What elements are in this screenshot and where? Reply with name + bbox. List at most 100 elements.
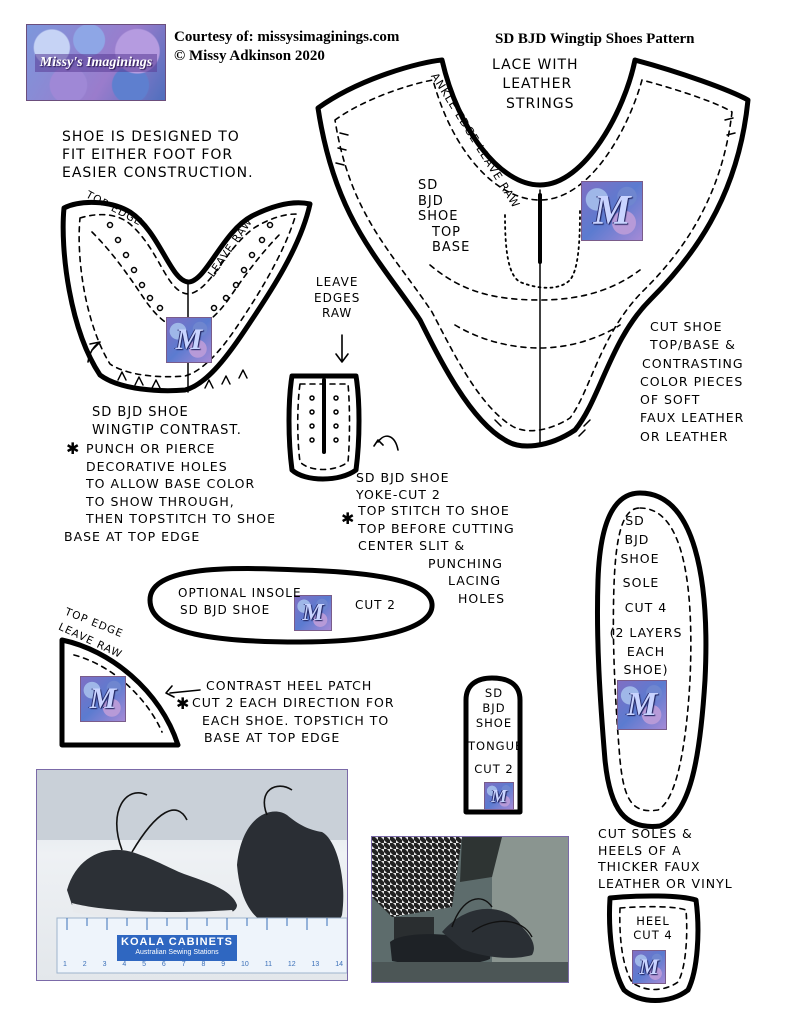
instruction-line: LACING [448, 573, 502, 588]
ruler-subtitle: Australian Sewing Stations [135, 949, 219, 956]
cut-note-line: CUT SHOE [650, 319, 723, 334]
instruction-line: TO ALLOW BASE COLOR [86, 476, 256, 491]
insole-label-line1: OPTIONAL INSOLE [178, 586, 302, 600]
watermark-logo: M [632, 950, 666, 984]
sole-label-line: EACH [626, 643, 666, 659]
instruction-line: HOLES [458, 590, 506, 606]
design-note-line: FIT EITHER FOOT FOR [62, 147, 234, 164]
ruler-number: 4 [122, 961, 127, 968]
ruler-number: 14 [335, 961, 343, 968]
instruction-line: PUNCHING [428, 555, 503, 571]
tongue-label: SD BJD SHOE TONGUE CUT 2 [468, 686, 524, 777]
instruction-line: EACH SHOE. TOPSTICH TO [202, 712, 390, 728]
ruler-number: 8 [201, 961, 206, 968]
yoke-label: SD BJD SHOE YOKE-CUT 2 [356, 469, 449, 504]
sole-label-line: (2 LAYERS [609, 624, 683, 640]
courtesy-text: Courtesy of: missysimaginings.com [174, 29, 400, 45]
watermark-logo: M [294, 595, 332, 631]
instruction-line: DECORATIVE HOLES [86, 458, 228, 474]
page-title: SD BJD Wingtip Shoes Pattern [495, 31, 695, 47]
tongue-label-line: BJD [482, 700, 506, 715]
top-base-label-line: SD [418, 178, 439, 193]
cut-note-line: OR LEATHER [640, 428, 729, 444]
design-note-line: SHOE IS DESIGNED TO [62, 129, 240, 145]
lace-note-line: STRINGS [506, 95, 575, 112]
leave-edges-line: RAW [322, 306, 353, 321]
yoke-piece [286, 334, 399, 482]
wingtip-label: SD BJD SHOE WINGTIP CONTRAST. [92, 404, 242, 440]
watermark-logo: M [581, 181, 643, 241]
watermark-logo: M [484, 782, 514, 810]
insole-piece [147, 565, 435, 645]
leave-edges-line: LEAVE [315, 275, 359, 289]
wingtip-label-line: SD BJD SHOE [92, 405, 189, 420]
heel-label: HEEL CUT 4 [622, 914, 684, 943]
ruler-number: 5 [142, 961, 147, 968]
lace-note-line: LACE WITH [492, 57, 579, 73]
cut-note-line: TOP/BASE & [650, 337, 736, 353]
lace-note: LACE WITH LEATHER STRINGS [492, 56, 579, 114]
wingtip-label-line: WINGTIP CONTRAST. [92, 422, 242, 438]
wingtip-piece [60, 199, 313, 394]
ruler-number: 10 [241, 961, 249, 968]
doll-wearing-shoes-photo [371, 836, 569, 983]
sole-label-line: SD [625, 513, 645, 528]
ruler-brand: KOALA CABINETS [121, 936, 233, 948]
yoke-label-line: SD BJD SHOE [356, 470, 450, 485]
heel-patch-label: CONTRAST HEEL PATCH [206, 678, 373, 693]
heel-label-line: HEEL [636, 914, 670, 928]
instruction-line: CUT 2 EACH DIRECTION FOR [192, 695, 395, 710]
ruler-number: 9 [221, 961, 226, 968]
heel-note-line: THICKER FAUX [598, 859, 701, 874]
watermark-logo: M [617, 680, 667, 730]
tongue-label-line: SD [484, 686, 504, 700]
design-note-line: EASIER CONSTRUCTION. [62, 165, 254, 182]
yoke-instructions: TOP STITCH TO SHOE TOP BEFORE CUTTING CE… [358, 502, 515, 607]
heel-note-line: CUT SOLES & [598, 826, 693, 841]
leave-edges-note: LEAVE EDGES RAW [314, 275, 360, 322]
leave-edges-line: EDGES [314, 290, 361, 305]
ruler-number: 12 [287, 961, 296, 968]
ruler-number: 11 [264, 961, 272, 968]
finished-shoes-photo: KOALA CABINETS Australian Sewing Station… [36, 769, 348, 981]
instruction-line: PUNCH OR PIERCE [86, 441, 216, 456]
sole-label-line: SHOE [620, 550, 660, 566]
heel-piece [607, 893, 701, 1003]
cut-note-line: OF SOFT [640, 392, 701, 407]
instruction-line: BASE AT TOP EDGE [64, 528, 201, 544]
asterisk-icon: ✱ [176, 694, 191, 713]
insole-label-line2: SD BJD SHOE [180, 603, 271, 617]
instruction-line: TO SHOW THROUGH, [86, 493, 235, 509]
top-base-piece [315, 57, 751, 449]
instruction-line: BASE AT TOP EDGE [204, 730, 341, 745]
sole-label-line: SHOE) [623, 662, 669, 678]
top-base-label-line: TOP [432, 224, 462, 240]
top-base-label: SD BJD SHOE TOP BASE [418, 178, 470, 256]
heel-note-line: LEATHER OR VINYL [598, 875, 733, 891]
ruler-number: 13 [311, 961, 320, 968]
instruction-line: THEN TOPSTITCH TO SHOE [86, 511, 277, 526]
sole-piece [594, 490, 709, 829]
heel-patch-instructions: CUT 2 EACH DIRECTION FOR EACH SHOE. TOPS… [192, 694, 395, 747]
heel-note-line: HEELS OF A [598, 842, 682, 858]
brand-logo: Missy's Imaginings [26, 24, 166, 101]
top-base-label-line: BASE [432, 240, 471, 256]
watermark-logo: M [166, 317, 212, 363]
cut-note-line: CONTRASTING [642, 355, 744, 371]
tongue-piece [463, 675, 523, 815]
sole-label: SD BJD SHOE SOLE CUT 4 (2 LAYERS EACH SH… [606, 512, 686, 680]
ruler-number: 6 [161, 961, 166, 968]
ruler-number: 1 [63, 961, 67, 968]
wingtip-instructions: PUNCH OR PIERCE DECORATIVE HOLES TO ALLO… [64, 440, 277, 545]
lace-note-line: LEATHER [502, 76, 573, 93]
copyright-text: © Missy Adkinson 2020 [174, 48, 325, 64]
watermark-logo: M [80, 676, 126, 722]
brand-logo-text: Missy's Imaginings [34, 53, 158, 72]
tongue-label-line: SHOE [475, 715, 513, 730]
asterisk-icon: ✱ [341, 509, 356, 528]
yoke-label-line: YOKE-CUT 2 [356, 487, 441, 503]
tongue-label-line: TONGUE [468, 738, 524, 753]
